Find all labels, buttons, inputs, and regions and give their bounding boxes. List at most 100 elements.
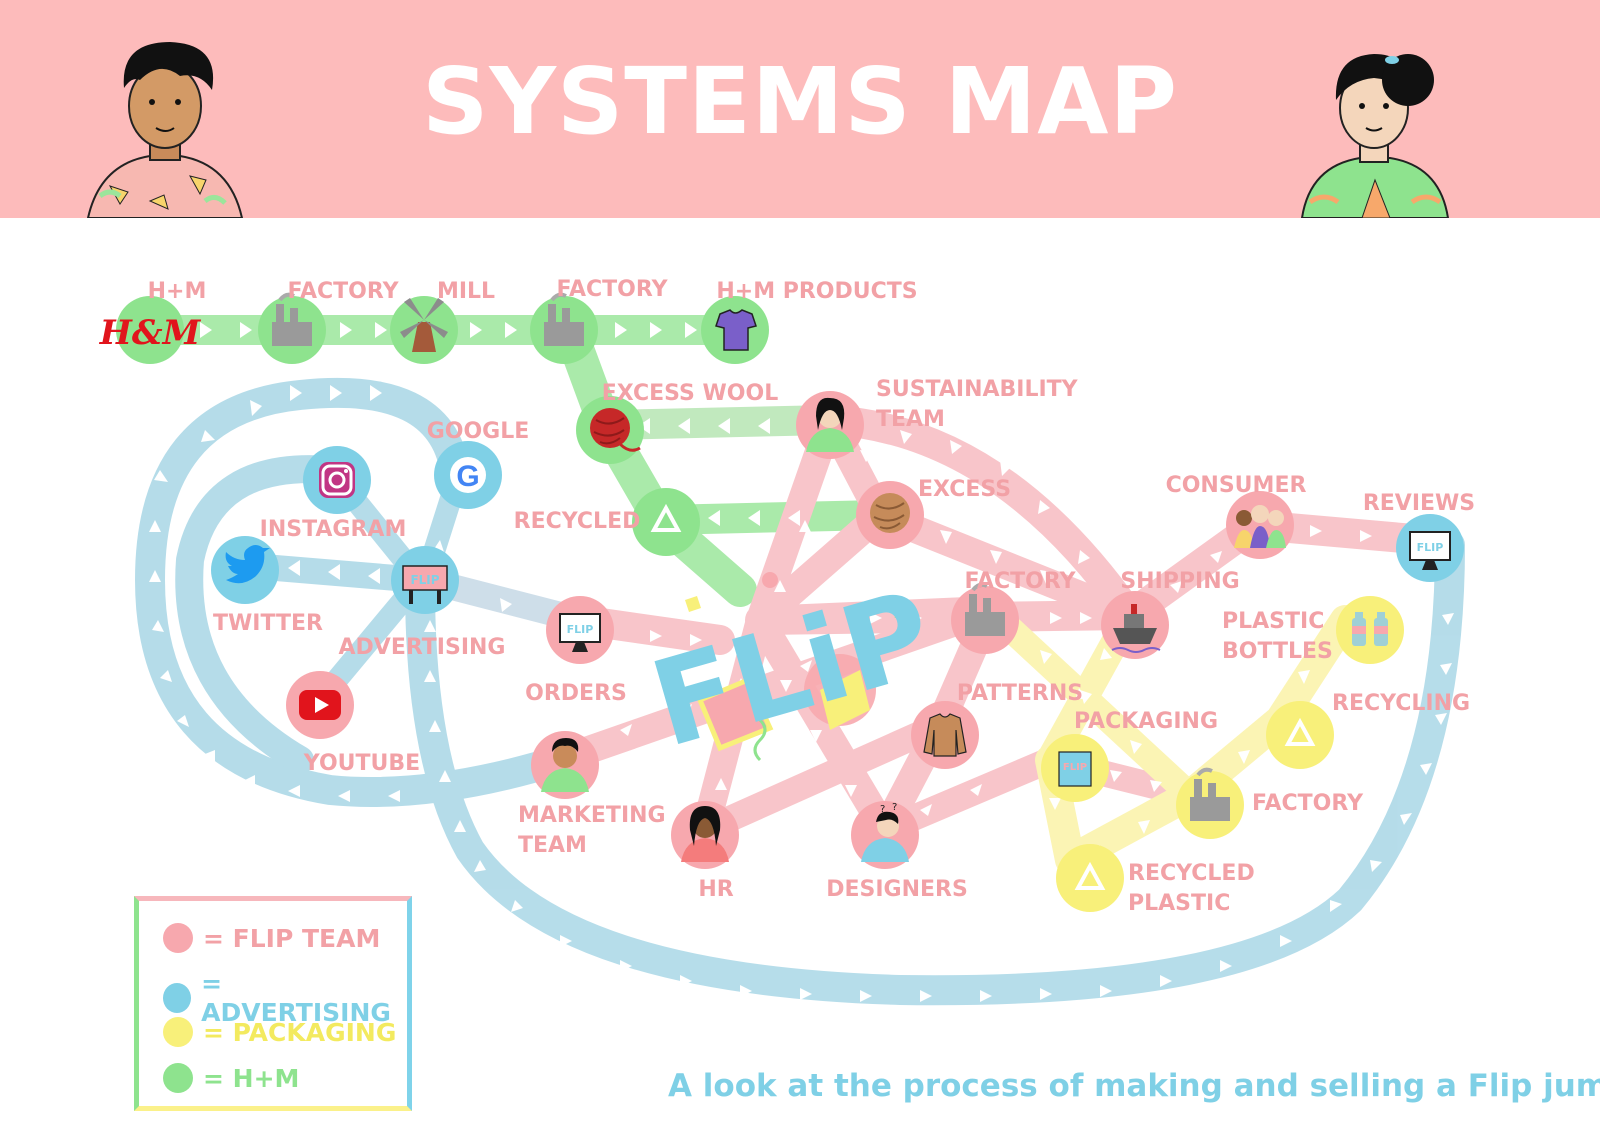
node-designers[interactable]: ?? <box>851 801 919 869</box>
node-marketing-team[interactable] <box>531 731 599 799</box>
factory-icon <box>1190 767 1230 821</box>
node-instagram[interactable] <box>303 446 371 514</box>
recycle-icon <box>1284 717 1316 746</box>
node-factory-1[interactable] <box>258 292 326 364</box>
label-marketing-team-1: MARKETING <box>518 803 666 828</box>
node-excess-wool[interactable] <box>576 396 644 464</box>
label-marketing-team-2: TEAM <box>518 833 587 858</box>
label-plastic-bottles-2: BOTTLES <box>1222 639 1333 664</box>
legend-label: = FLIP TEAM <box>203 923 381 953</box>
flow-flip-excess-shipping <box>866 501 1144 629</box>
label-recycled-plastic-2: PLASTIC <box>1128 891 1230 916</box>
label-google: GOOGLE <box>427 419 530 444</box>
label-hm: H+M <box>148 279 207 304</box>
label-patterns: PATTERNS <box>957 681 1083 706</box>
node-google[interactable]: G <box>434 441 502 509</box>
svg-text:G: G <box>456 460 479 493</box>
legend-item-advertising: = ADVERTISING <box>163 969 407 1027</box>
label-orders: ORDERS <box>525 681 627 706</box>
female-character-illustration <box>1300 54 1450 218</box>
label-instagram: INSTAGRAM <box>260 517 407 542</box>
node-factory-flip[interactable] <box>951 582 1019 654</box>
node-hm[interactable]: H&M <box>99 296 202 364</box>
hm-logo-icon: H&M <box>99 313 202 353</box>
node-mill[interactable] <box>390 296 458 364</box>
twitter-icon <box>225 545 270 584</box>
tshirt-icon <box>715 309 757 351</box>
flow-flip-designers <box>746 596 1004 844</box>
flow-flip-marketing <box>546 596 1004 774</box>
label-twitter: TWITTER <box>213 611 323 636</box>
label-packaging: PACKAGING <box>1074 709 1218 734</box>
label-hm-products: H+M PRODUCTS <box>716 279 917 304</box>
person-icon <box>681 806 729 862</box>
yarn-icon <box>870 493 910 533</box>
node-plastic-bottles[interactable] <box>1336 596 1404 664</box>
sweater-icon <box>923 713 967 757</box>
svg-text:?: ? <box>892 802 897 813</box>
designer-icon: ?? <box>861 802 909 862</box>
label-excess-wool: EXCESS WOOL <box>602 381 778 406</box>
label-factory-1: FACTORY <box>287 279 399 304</box>
legend-label: = H+M <box>203 1063 300 1093</box>
monitor-icon: FLIP <box>559 613 601 652</box>
legend-label: = PACKAGING <box>203 1017 397 1047</box>
label-recycled: RECYCLED <box>514 509 641 534</box>
svg-text:FLIP: FLIP <box>567 623 594 636</box>
factory-icon <box>272 292 312 346</box>
person-icon <box>541 738 589 792</box>
recycle-icon <box>650 503 682 532</box>
node-twitter[interactable] <box>211 536 279 604</box>
node-packaging[interactable]: FLIP <box>1041 734 1109 802</box>
node-recycled-plastic[interactable] <box>1056 844 1124 912</box>
flow-hm-excess-wool <box>553 313 757 607</box>
legend-label: = ADVERTISING <box>201 969 391 1027</box>
google-icon: G <box>450 457 486 493</box>
node-youtube[interactable] <box>286 671 354 739</box>
instagram-icon <box>319 462 355 498</box>
label-advertising: ADVERTISING <box>339 635 506 660</box>
node-orders[interactable]: FLIP <box>546 596 614 664</box>
svg-text:FLIP: FLIP <box>410 573 439 587</box>
people-icon <box>1234 505 1286 548</box>
node-factory-2[interactable] <box>530 292 598 364</box>
node-shipping[interactable] <box>1101 591 1169 659</box>
male-character-illustration <box>86 42 244 218</box>
node-factory-packaging[interactable] <box>1176 767 1244 839</box>
label-reviews: REVIEWS <box>1363 491 1475 516</box>
label-factory-packaging: FACTORY <box>1252 791 1364 816</box>
node-patterns[interactable] <box>911 701 979 769</box>
yarn-icon <box>590 408 641 452</box>
node-hr[interactable] <box>671 801 739 869</box>
label-plastic-bottles-1: PLASTIC <box>1222 609 1324 634</box>
svg-text:?: ? <box>880 804 885 815</box>
caption: A look at the process of making and sell… <box>668 1068 1600 1104</box>
legend-item-hm: = H+M <box>163 1063 299 1093</box>
youtube-icon <box>299 690 341 720</box>
node-excess[interactable] <box>856 481 924 549</box>
bottles-icon <box>1352 612 1388 646</box>
node-sustainability-team[interactable] <box>796 391 864 459</box>
node-advertising[interactable]: FLIP <box>391 546 459 614</box>
recycle-icon <box>1074 861 1106 890</box>
page-title: SYSTEMS MAP <box>422 48 1178 155</box>
label-hr: HR <box>698 877 733 902</box>
node-hm-products[interactable] <box>701 296 769 364</box>
legend-dot-pink <box>163 923 193 953</box>
label-recycling: RECYCLING <box>1332 691 1470 716</box>
flow-advertising-loop-inner <box>175 455 344 774</box>
node-recycled[interactable] <box>632 488 700 556</box>
node-reviews[interactable]: FLIP <box>1396 514 1464 582</box>
factory-icon <box>965 582 1005 636</box>
label-consumer: CONSUMER <box>1166 473 1307 498</box>
node-consumer[interactable] <box>1226 491 1294 559</box>
legend-dot-green <box>163 1063 193 1093</box>
label-excess: EXCESS <box>918 477 1011 502</box>
svg-text:FLIP: FLIP <box>1417 541 1444 554</box>
legend-dot-yellow <box>163 1017 193 1047</box>
label-factory-2: FACTORY <box>556 277 668 302</box>
node-recycling[interactable] <box>1266 701 1334 769</box>
label-factory-flip: FACTORY <box>964 569 1076 594</box>
label-sustainability-team-2: TEAM <box>876 407 945 432</box>
